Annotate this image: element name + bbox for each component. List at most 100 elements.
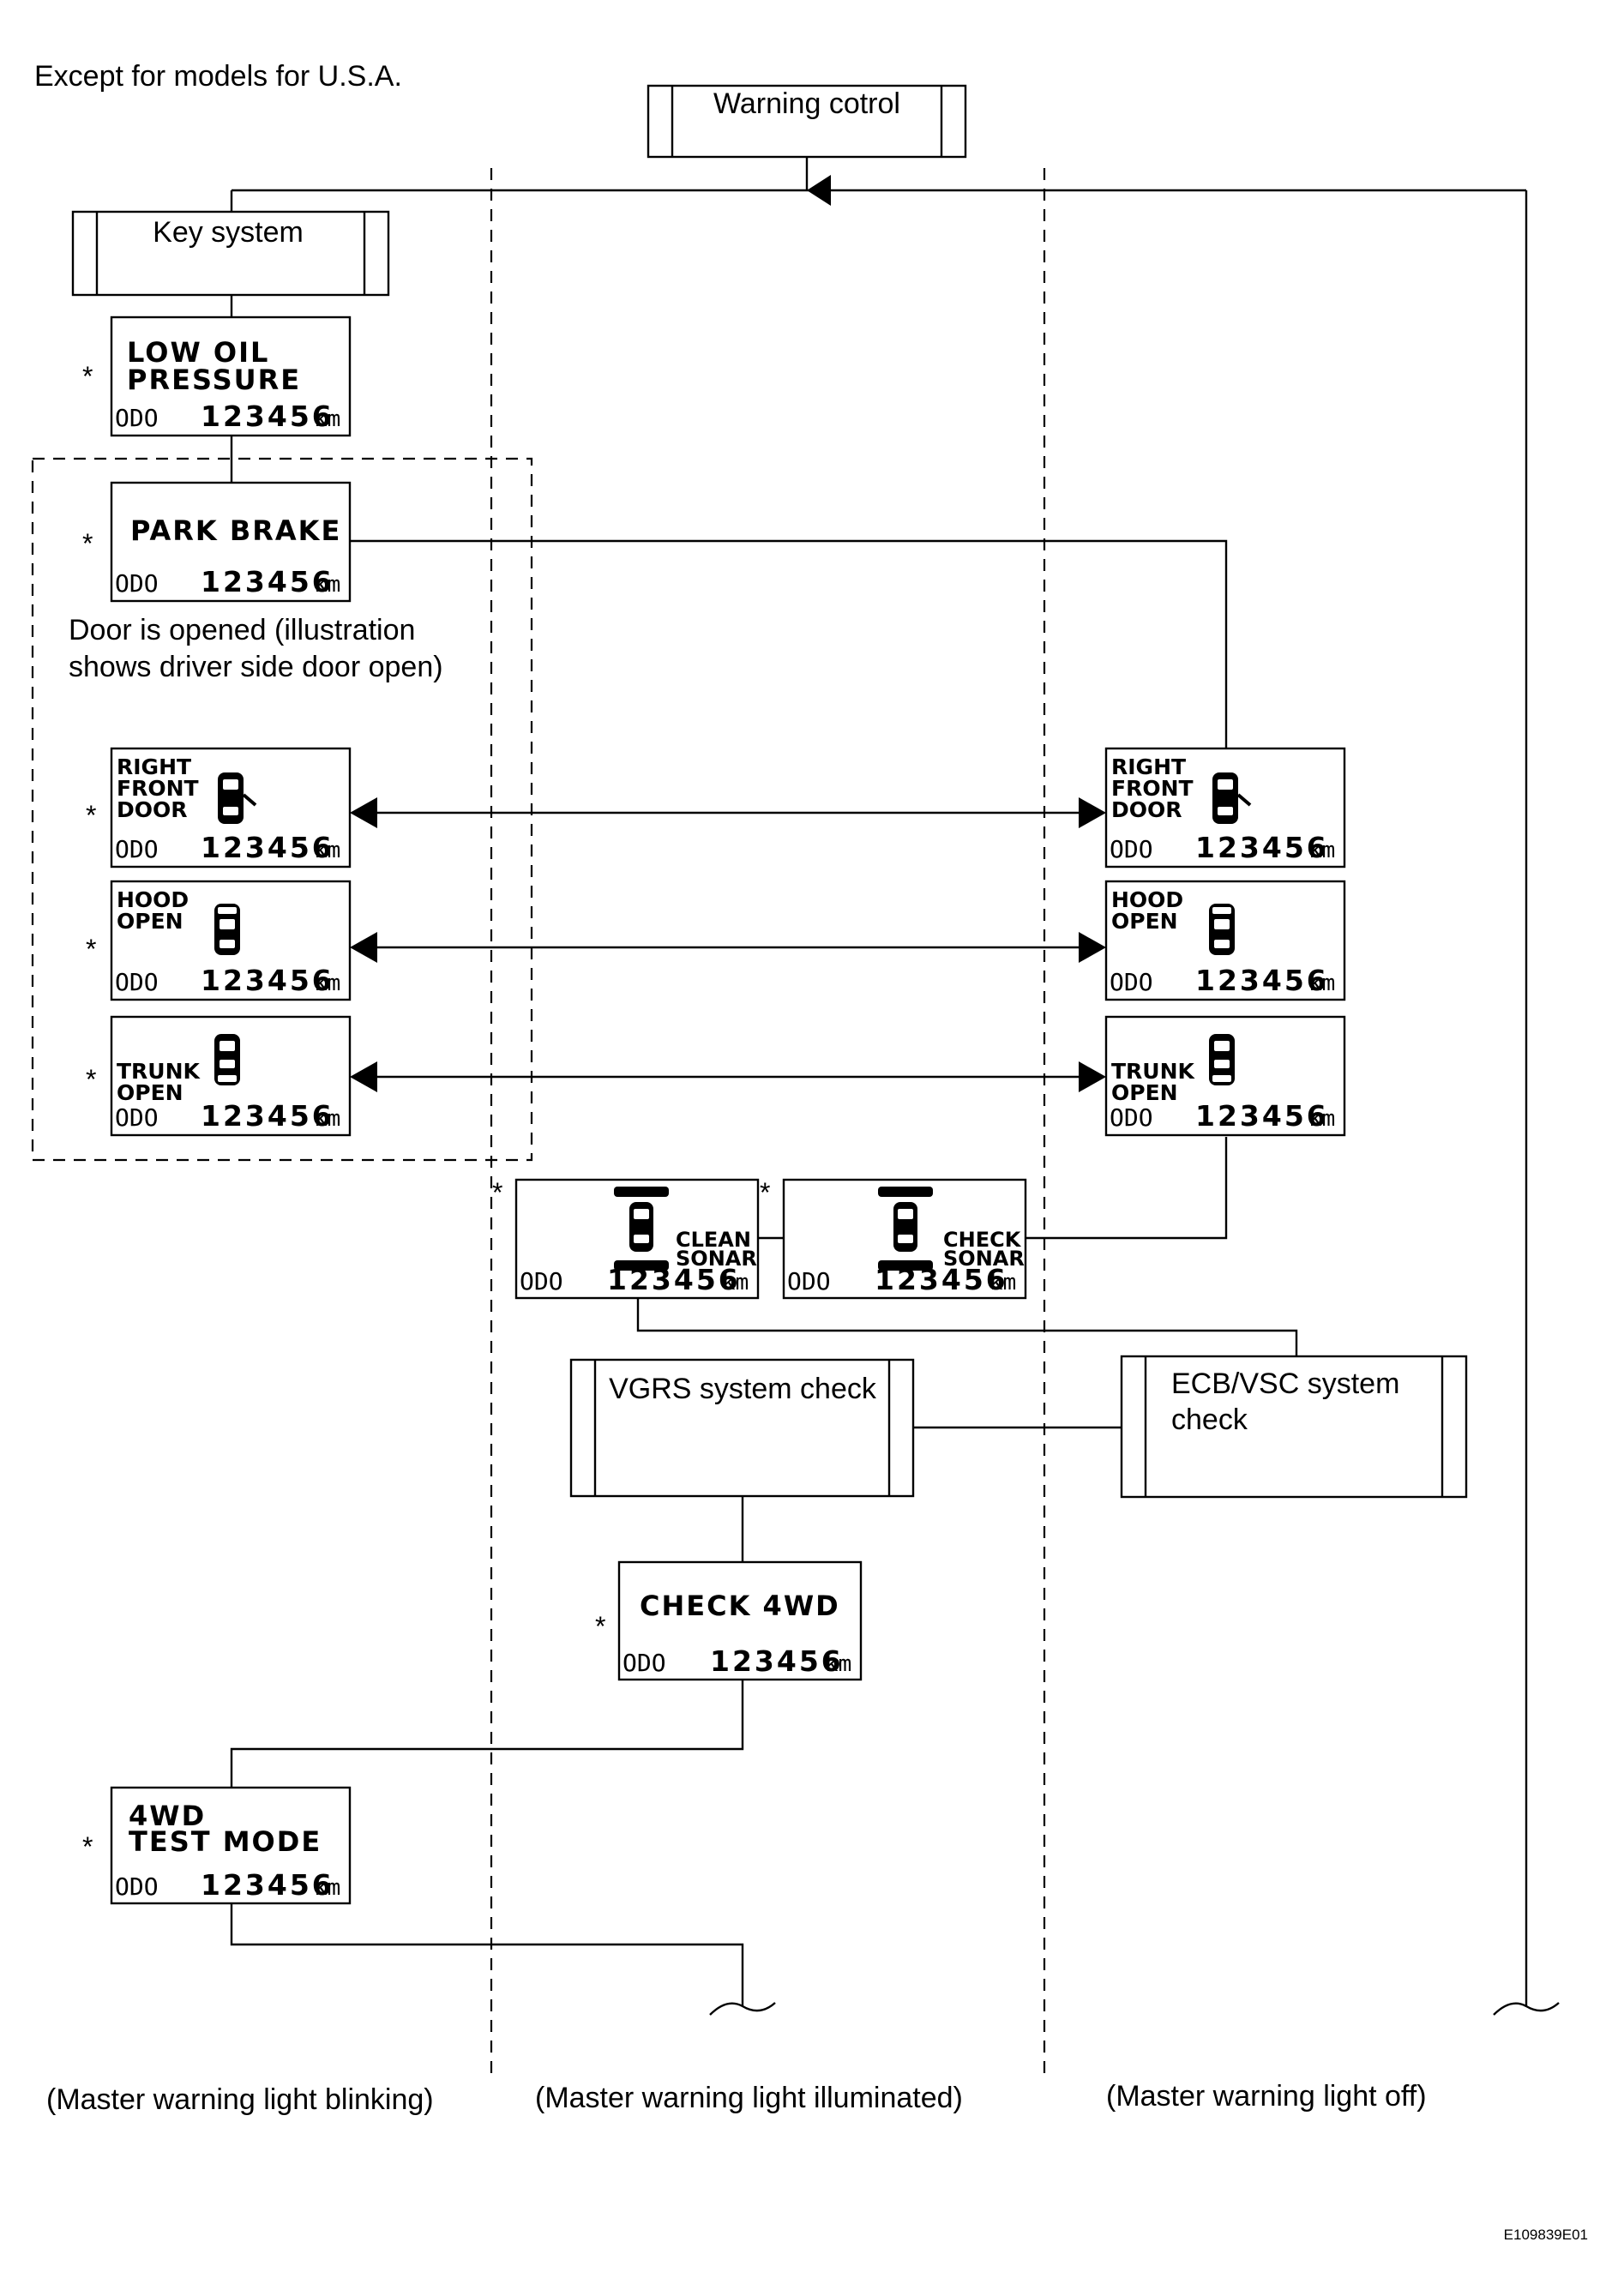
display-check-4wd: CHECK 4WD ODO 123456 km [617, 1560, 863, 1681]
display-low-oil-pressure: LOW OIL PRESSURE ODO 123456 km [110, 316, 352, 437]
odo-label: ODO [115, 968, 159, 996]
test-mode-line2: TEST MODE [129, 1825, 322, 1858]
junction-arrow-icon [807, 175, 831, 206]
display-park-brake: PARK BRAKE ODO 123456 km [110, 481, 352, 603]
odo-label: ODO [115, 569, 159, 598]
sonar-car-icon [614, 1187, 669, 1271]
odo-label: ODO [115, 1103, 159, 1132]
car-hood-open-icon [1209, 904, 1235, 955]
odo-unit: km [314, 1875, 340, 1901]
test-mode-line1: 4WD [129, 1800, 206, 1832]
odo-label: ODO [115, 404, 159, 432]
display-hood-open: HOOD OPEN ODO 123456 km [110, 880, 352, 1001]
odo-label: ODO [115, 1872, 159, 1901]
column-caption-off: (Master warning light off) [1106, 2080, 1427, 2113]
asterisk: * [86, 1064, 96, 1095]
odo-value: 123456 [1195, 831, 1329, 864]
display-right-front-door: RIGHT FRONT DOOR ODO 123456 km [110, 747, 352, 869]
asterisk: * [82, 528, 93, 559]
display-clean-sonar: CLEAN SONAR ODO 123456 km [514, 1178, 760, 1300]
door-note-line2: shows driver side door open) [69, 651, 443, 683]
figure-id: E109839E01 [1504, 2227, 1588, 2243]
trunk-line1: TRUNK [1111, 1059, 1196, 1084]
low-oil-line2: PRESSURE [127, 364, 301, 396]
odo-value: 123456 [1195, 1099, 1329, 1133]
odo-unit: km [314, 838, 340, 863]
car-trunk-open-icon [214, 1034, 240, 1085]
odo-unit: km [314, 1106, 340, 1132]
car-door-open-icon [1212, 772, 1252, 824]
asterisk: * [595, 1611, 605, 1642]
display-4wd-test-mode: 4WD TEST MODE ODO 123456 km [110, 1786, 352, 1905]
ecb-vsc-system-check-box: ECB/VSC system check [1120, 1355, 1468, 1499]
clean-sonar-line1: CLEAN [676, 1228, 751, 1252]
odo-value: 123456 [201, 1099, 334, 1133]
odo-unit: km [989, 1270, 1016, 1295]
rfd-line2: FRONT [117, 776, 199, 801]
column-caption-illuminated: (Master warning light illuminated) [535, 2082, 963, 2114]
display-trunk-open-off: TRUNK OPEN ODO 123456 km [1104, 1015, 1346, 1137]
rfd-line1: RIGHT [117, 754, 191, 779]
trunk-line2: OPEN [1111, 1080, 1178, 1105]
odo-unit: km [722, 1270, 749, 1295]
check-sonar-line1: CHECK [943, 1228, 1022, 1252]
rfd-line2: FRONT [1111, 776, 1194, 801]
door-link-arrows [350, 797, 1106, 1092]
sonar-car-icon [878, 1187, 933, 1271]
odo-label: ODO [623, 1649, 666, 1677]
asterisk: * [492, 1177, 502, 1208]
odo-value: 123456 [201, 1868, 334, 1902]
odo-unit: km [1308, 971, 1335, 996]
hood-line1: HOOD [1111, 887, 1183, 912]
key-system-label: Key system [153, 216, 304, 249]
odo-label: ODO [1110, 835, 1153, 863]
odo-value: 123456 [201, 400, 334, 433]
asterisk: * [86, 800, 96, 831]
column-caption-blinking: (Master warning light blinking) [46, 2083, 434, 2116]
odo-label: ODO [787, 1267, 831, 1295]
key-system-box: Key system [71, 210, 390, 297]
car-hood-open-icon [214, 904, 240, 955]
odo-value: 123456 [201, 831, 334, 864]
odo-value: 123456 [201, 565, 334, 598]
clean-sonar-line2: SONAR [676, 1247, 757, 1271]
ecb-vsc-label-line2: check [1171, 1403, 1248, 1436]
trunk-line1: TRUNK [117, 1059, 201, 1084]
display-right-front-door-off: RIGHT FRONT DOOR ODO 123456 km [1104, 747, 1346, 869]
display-hood-open-off: HOOD OPEN ODO 123456 km [1104, 880, 1346, 1001]
trunk-line2: OPEN [117, 1080, 183, 1105]
warning-control-label: Warning cotrol [713, 87, 900, 120]
odo-unit: km [1308, 838, 1335, 863]
asterisk: * [82, 1831, 93, 1862]
odo-unit: km [1308, 1106, 1335, 1132]
check-4wd-label: CHECK 4WD [640, 1590, 840, 1622]
odo-value: 123456 [710, 1644, 844, 1678]
car-trunk-open-icon [1209, 1034, 1235, 1085]
rfd-line3: DOOR [1111, 797, 1182, 822]
door-note-line1: Door is opened (illustration [69, 614, 415, 646]
odo-value: 123456 [875, 1263, 1008, 1296]
check-sonar-line2: SONAR [943, 1247, 1025, 1271]
odo-unit: km [825, 1651, 851, 1677]
warning-control-box: Warning cotrol [647, 84, 967, 159]
door-warning-group [31, 457, 533, 1162]
asterisk: * [82, 361, 93, 392]
low-oil-line1: LOW OIL [127, 336, 269, 369]
odo-label: ODO [520, 1267, 563, 1295]
rfd-line1: RIGHT [1111, 754, 1186, 779]
odo-value: 123456 [201, 964, 334, 997]
asterisk: * [86, 934, 96, 965]
odo-unit: km [314, 406, 340, 432]
hood-line1: HOOD [117, 887, 189, 912]
odo-unit: km [314, 572, 340, 598]
odo-unit: km [314, 971, 340, 996]
rfd-line3: DOOR [117, 797, 188, 822]
hood-line2: OPEN [117, 909, 183, 934]
vgrs-system-check-box: VGRS system check [569, 1358, 915, 1498]
asterisk: * [760, 1177, 770, 1208]
vgrs-system-check-label: VGRS system check [609, 1373, 877, 1405]
odo-label: ODO [115, 835, 159, 863]
park-brake-label: PARK BRAKE [130, 514, 341, 547]
connector-lines [230, 157, 1560, 2016]
